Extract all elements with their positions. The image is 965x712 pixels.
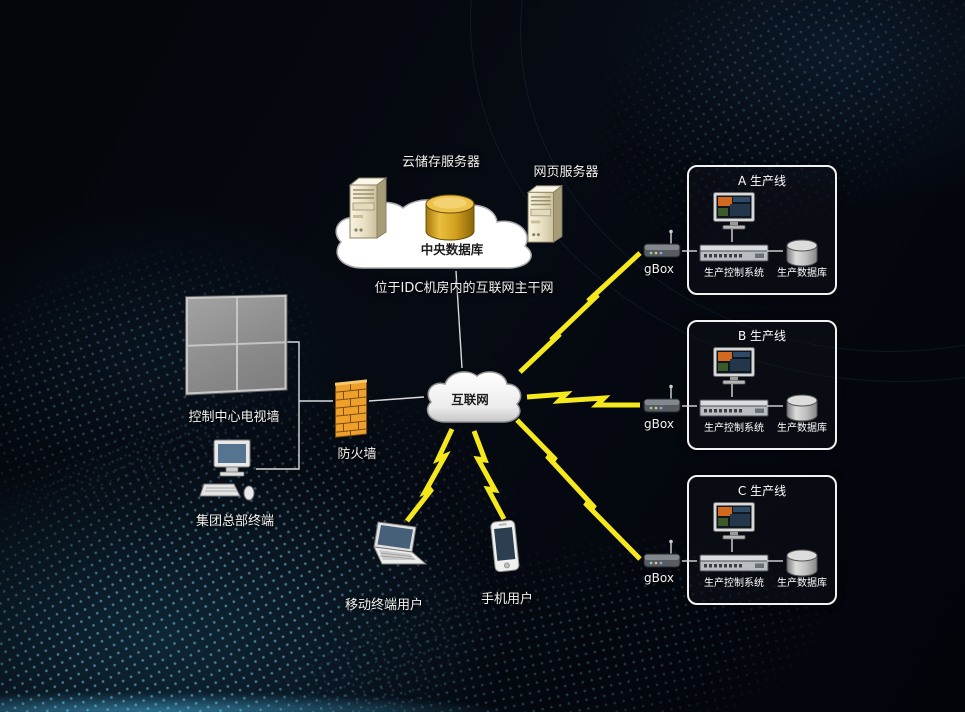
lightning-bolt-c xyxy=(515,418,642,561)
line-monitor-icon xyxy=(713,347,755,385)
production-line-title: B 生产线 xyxy=(737,329,787,343)
background-glow xyxy=(0,430,540,712)
idc-caption: 位于IDC机房内的互联网主干网 xyxy=(374,281,554,296)
gbox-label-a: gBox xyxy=(644,262,674,276)
production-line-a-box: A 生产线 生产控制系统 生产数据库 xyxy=(687,165,837,295)
gbox-label-b: gBox xyxy=(644,417,674,431)
production-line-title: C 生产线 xyxy=(737,484,787,498)
gbox-icon-a xyxy=(643,229,681,258)
central-database-label: 中央数据库 xyxy=(420,242,484,257)
production-database-icon xyxy=(786,239,818,267)
link-line-firewall-internet xyxy=(368,396,425,402)
control-system-icon xyxy=(699,554,769,572)
control-system-icon xyxy=(699,244,769,262)
laptop-label: 移动终端用户 xyxy=(344,598,424,613)
tv-wall-label: 控制中心电视墙 xyxy=(188,410,280,425)
cloud-storage-server-icon xyxy=(348,176,388,239)
production-database-label: 生产数据库 xyxy=(777,423,827,434)
cloud-storage-server-label: 云储存服务器 xyxy=(401,155,481,170)
bottom-edge-glow xyxy=(0,692,520,712)
gbox-icon-c xyxy=(643,539,681,568)
firewall-label: 防火墙 xyxy=(337,447,377,462)
lightning-bolt-b xyxy=(526,390,640,408)
internet-label: 互联网 xyxy=(451,392,489,407)
gbox-icon-b xyxy=(643,384,681,413)
lightning-bolt-laptop xyxy=(405,427,455,523)
control-system-label: 生产控制系统 xyxy=(704,423,764,434)
hq-terminal-label: 集团总部终端 xyxy=(195,514,275,529)
tv-wall-icon xyxy=(185,293,288,396)
central-database-icon xyxy=(425,194,475,241)
production-database-icon xyxy=(786,394,818,422)
line-monitor-icon xyxy=(713,192,755,230)
production-line-c-box: C 生产线 生产控制系统 生产数据库 xyxy=(687,475,837,605)
phone-icon xyxy=(490,519,520,573)
production-database-icon xyxy=(786,549,818,577)
control-system-label: 生产控制系统 xyxy=(704,578,764,589)
web-server-label: 网页服务器 xyxy=(533,165,599,180)
lightning-bolt-phone xyxy=(471,430,507,521)
laptop-icon xyxy=(373,521,428,565)
dot-wave-pattern xyxy=(0,267,619,712)
production-line-b-box: B 生产线 生产控制系统 生产数据库 xyxy=(687,320,837,450)
production-database-label: 生产数据库 xyxy=(777,578,827,589)
control-system-icon xyxy=(699,399,769,417)
web-server-icon xyxy=(526,184,564,243)
firewall-icon xyxy=(335,379,367,438)
line-monitor-icon xyxy=(713,502,755,540)
phone-label: 手机用户 xyxy=(480,592,534,607)
production-line-title: A 生产线 xyxy=(737,174,787,188)
control-system-label: 生产控制系统 xyxy=(704,268,764,279)
production-database-label: 生产数据库 xyxy=(777,268,827,279)
hq-terminal-icon xyxy=(199,439,255,501)
gbox-label-c: gBox xyxy=(644,571,674,585)
